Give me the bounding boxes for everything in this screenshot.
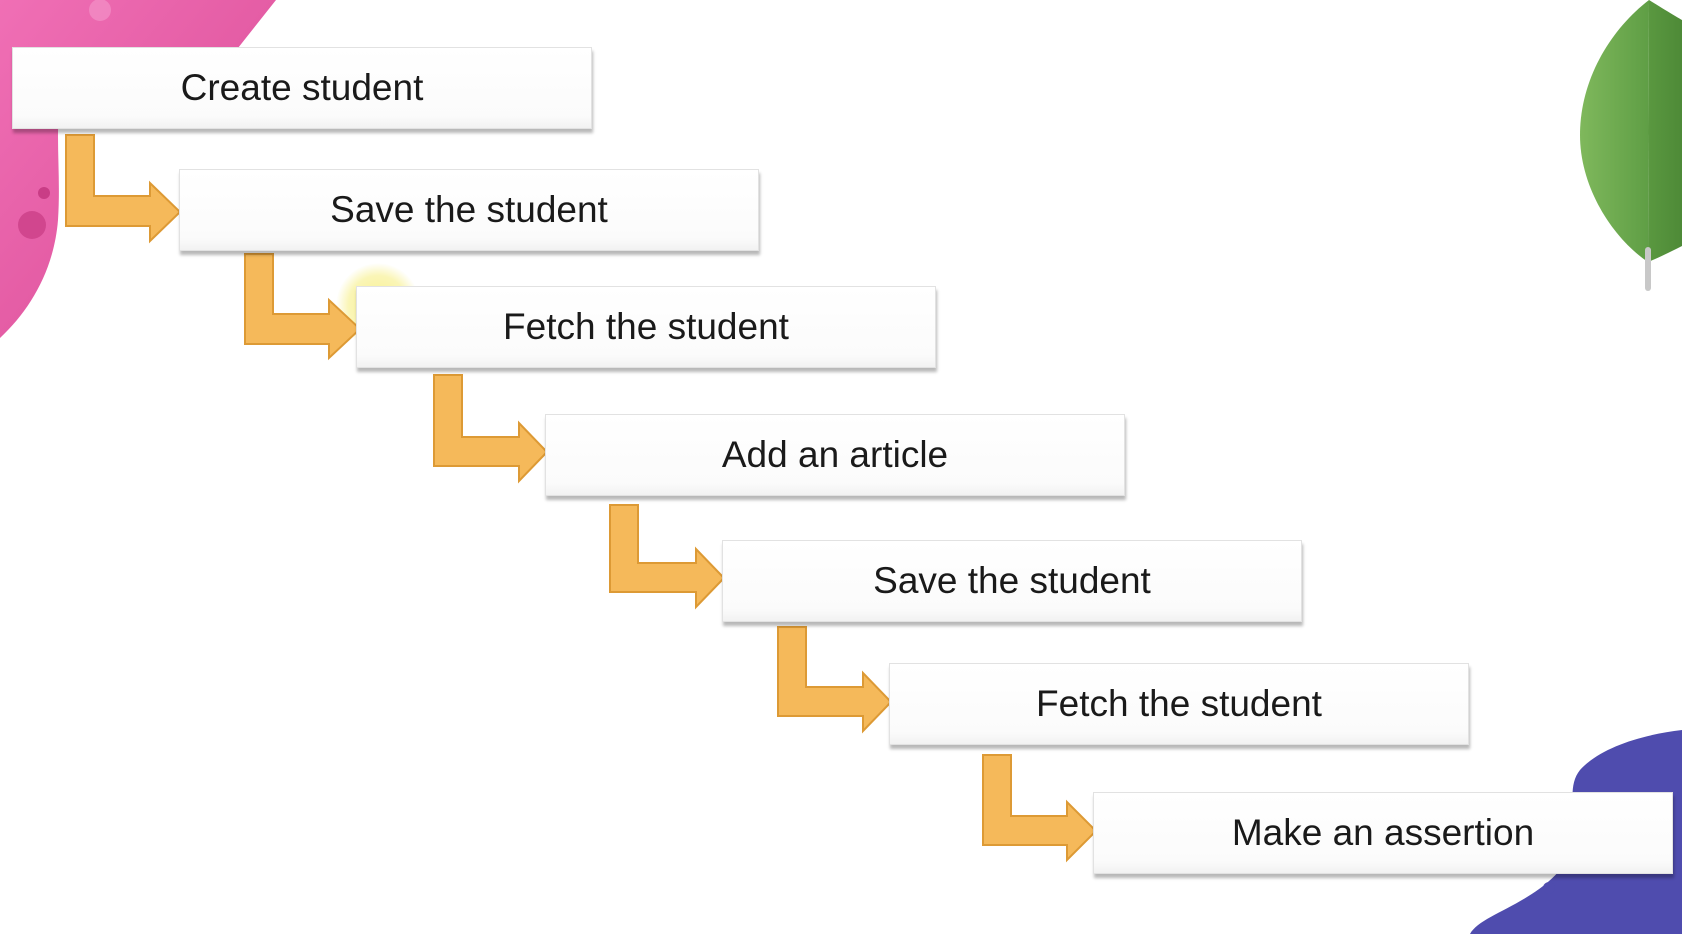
step-add-an-article: Add an article [545,414,1125,496]
step-label: Fetch the student [1036,683,1322,724]
connector-arrow-3 [433,374,549,484]
step-label: Save the student [330,189,608,230]
step-label: Create student [180,67,424,108]
step-make-an-assertion: Make an assertion [1093,792,1673,874]
step-create-student: Create student [12,47,592,129]
step-save-the-student: Save the student [179,169,759,251]
connector-arrow-2 [244,253,362,361]
connector-arrow-6 [982,754,1098,863]
connector-arrow-4 [609,504,726,610]
connector-arrow-1 [65,134,182,244]
pink-blob-decoration [0,0,276,338]
step-label: Fetch the student [503,306,789,347]
connector-arrow-5 [777,626,893,734]
step-label: Make an assertion [1231,812,1535,853]
step-label: Add an article [721,434,949,475]
leaf-logo-icon [1580,0,1682,291]
step-label: Save the student [873,560,1151,601]
step-fetch-the-student-2: Fetch the student [889,663,1469,745]
step-fetch-the-student: Fetch the student [356,286,936,368]
step-save-the-student-2: Save the student [722,540,1302,622]
